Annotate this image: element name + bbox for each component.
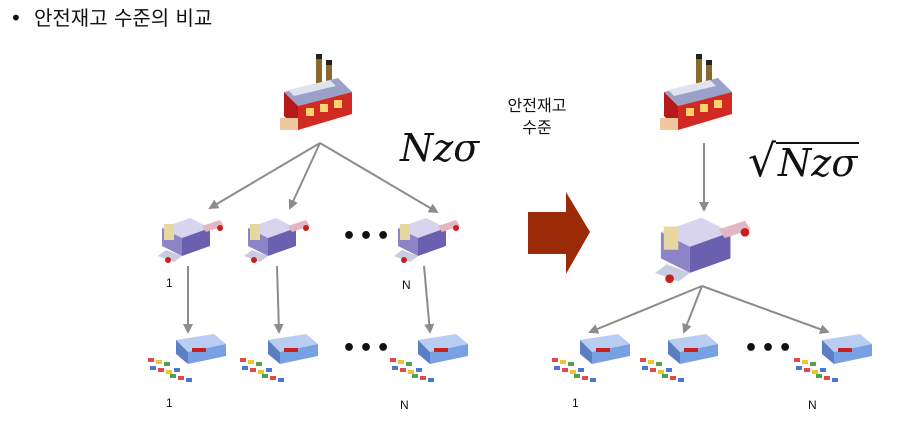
retailer-icon-1 (148, 334, 226, 382)
retailer-icon-right-n (794, 334, 872, 382)
warehouse-label-1: 1 (166, 276, 173, 290)
bullet-dot: • (10, 6, 22, 30)
arrow-central-to-retailer-2 (682, 285, 703, 334)
sqrt-radicand: Nzσ (776, 141, 860, 185)
retailer-ellipsis-right: ••• (744, 336, 796, 361)
retailer-label-right-1: 1 (572, 396, 579, 410)
factory-icon-left (280, 54, 352, 130)
retailer-label-1: 1 (166, 396, 173, 410)
arrow-warehouse-n-to-retailer (423, 265, 435, 334)
retailer-icon-right-2 (640, 334, 718, 382)
sqrt-symbol: √ (748, 136, 777, 187)
comparison-label: 안전재고 수준 (497, 95, 577, 139)
warehouse-label-n: N (402, 278, 411, 292)
slide-title: • 안전재고 수준의 비교 (10, 4, 212, 32)
warehouse-icon-2 (244, 218, 310, 263)
formula-decentralized: Nzσ (400, 126, 480, 170)
arrow-factory-to-warehouse-2 (288, 142, 321, 210)
warehouse-icon-n (394, 218, 460, 263)
warehouse-ellipsis: ••• (342, 224, 394, 249)
retailer-ellipsis-left: ••• (342, 336, 394, 361)
comparison-label-line2: 수준 (522, 118, 552, 137)
arrow-factory-to-warehouse-1 (208, 142, 321, 210)
arrow-factory-to-warehouse-n (319, 142, 439, 214)
arrow-warehouse-2-to-retailer (273, 265, 284, 334)
factory-icon-right (660, 54, 732, 130)
retailer-label-n: N (400, 398, 409, 412)
retailer-icon-2 (240, 334, 318, 382)
comparison-label-line1: 안전재고 (507, 96, 567, 115)
formula-centralized: √Nzσ (748, 136, 860, 187)
retailer-label-right-n: N (808, 398, 817, 412)
comparison-arrow (528, 192, 590, 274)
slide-title-text: 안전재고 수준의 비교 (34, 6, 213, 30)
retailer-icon-right-1 (552, 334, 630, 382)
arrow-central-to-retailer-n (701, 285, 830, 334)
warehouse-icon-1 (158, 218, 224, 263)
retailer-icon-n (390, 334, 468, 382)
central-warehouse-icon (655, 217, 751, 284)
arrow-central-to-retailer-1 (588, 285, 703, 334)
